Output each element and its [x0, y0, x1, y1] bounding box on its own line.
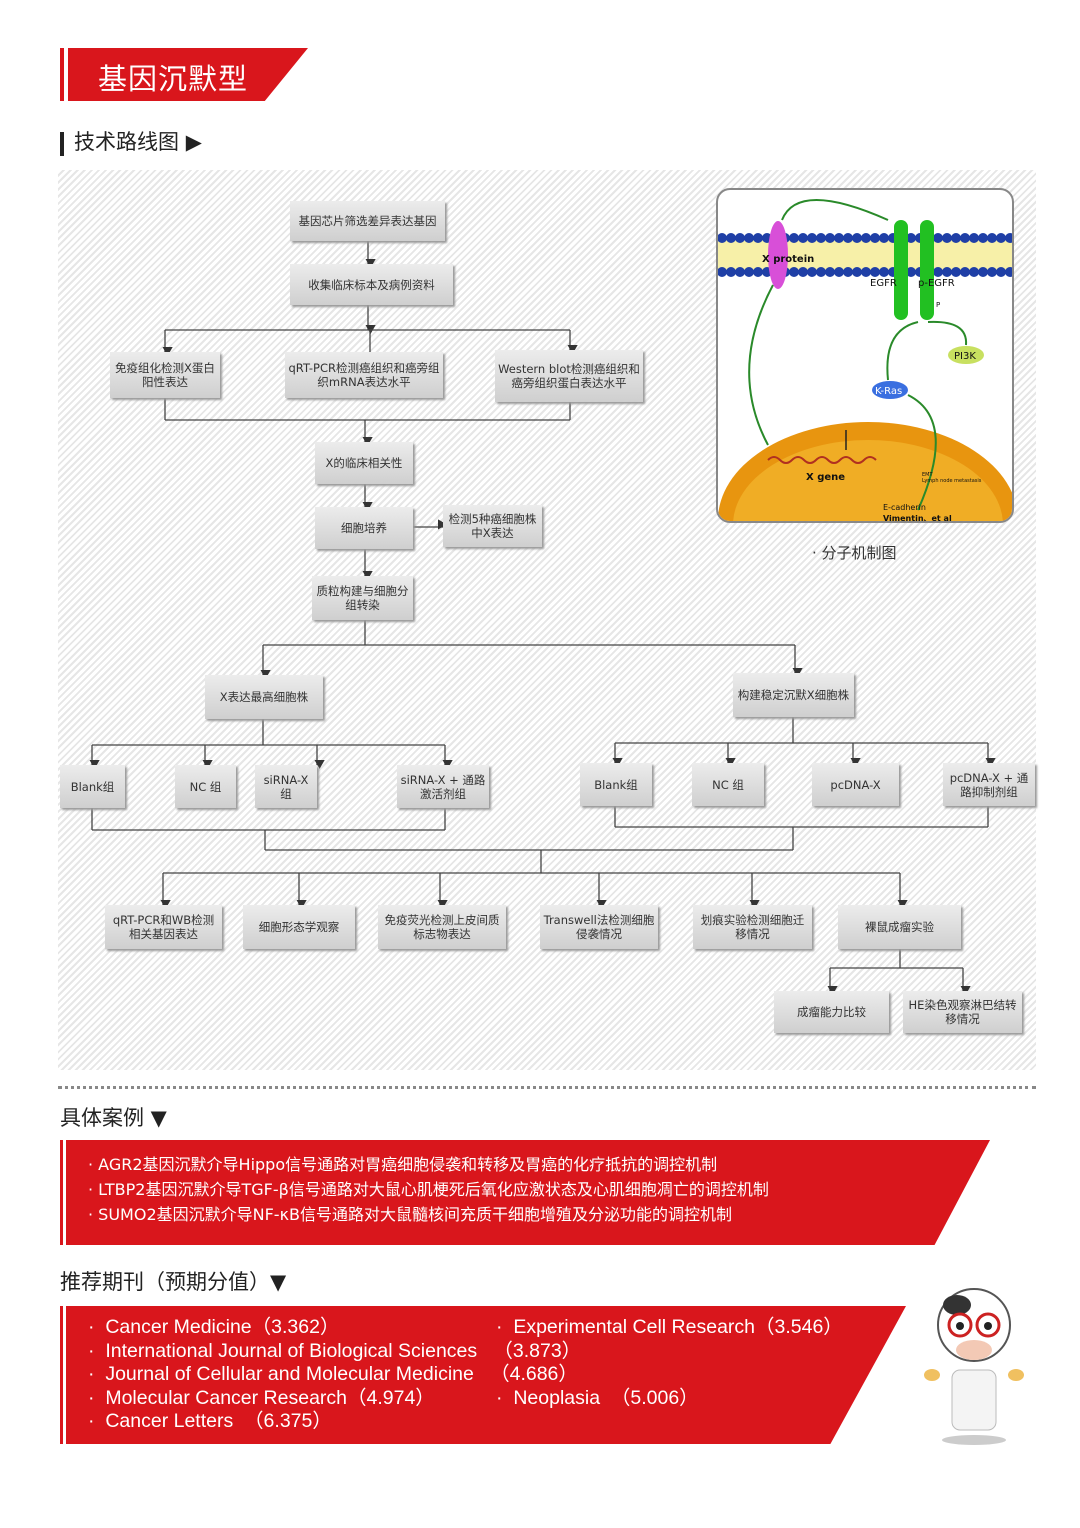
flow-box: 基因芯片筛选差异表达基因	[290, 201, 445, 241]
flow-box: siRNA-X + 通路激活剂组	[397, 765, 489, 808]
flow-box: 检测5种癌细胞株中X表达	[443, 505, 542, 547]
case-item: · SUMO2基因沉默介导NF-κB信号通路对大鼠髓核间充质干细胞增殖及分泌功能…	[88, 1205, 732, 1224]
dotted-divider	[58, 1086, 1036, 1089]
flow-box: 免疫荧光检测上皮间质标志物表达	[378, 905, 506, 949]
flow-box: 成瘤能力比较	[774, 991, 889, 1033]
cases-panel: · AGR2基因沉默介导Hippo信号通路对胃癌细胞侵袭和转移及胃癌的化疗抵抗的…	[66, 1140, 990, 1245]
mechanism-diagram: X protein EGFR p-EGFR P PI3K K-Ras X gen…	[716, 188, 1014, 523]
pi3k-label: PI3K	[954, 351, 976, 362]
flow-box: 构建稳定沉默X细胞株	[733, 673, 854, 717]
flow-box: pcDNA-X + 通路抑制剂组	[943, 763, 1035, 806]
page-title: 基因沉默型	[98, 62, 249, 96]
ecadherin-label: E-cadherin	[883, 503, 926, 512]
journals-panel: · Cancer Medicine（3.362） · Experimental C…	[66, 1306, 906, 1444]
egfr-label: EGFR	[870, 278, 897, 289]
flow-box: qRT-PCR检测癌组织和癌旁组织mRNA表达水平	[285, 352, 443, 398]
flow-box: siRNA-X组	[255, 765, 317, 808]
journal-item: · Molecular Cancer Research（4.974）	[88, 1386, 435, 1409]
flow-box: X表达最高细胞株	[205, 675, 323, 719]
journal-item: · International Journal of Biological Sc…	[88, 1339, 582, 1362]
journal-item: · Journal of Cellular and Molecular Medi…	[88, 1363, 578, 1386]
play-arrow-icon: ▶	[185, 130, 202, 154]
tech-route-label: 技术路线图	[74, 130, 179, 154]
journals-accent-bar	[60, 1306, 63, 1444]
p-label: P	[936, 301, 940, 309]
lymph-label: Lymph node metastasis	[922, 478, 982, 484]
flowchart-connectors	[89, 241, 996, 995]
mascot-illustration	[924, 1288, 1024, 1445]
flow-box: HE染色观察淋巴结转移情况	[903, 991, 1022, 1033]
flow-box: NC 组	[692, 763, 764, 806]
flow-box: Blank组	[60, 765, 125, 808]
case-item: · AGR2基因沉默介导Hippo信号通路对胃癌细胞侵袭和转移及胃癌的化疗抵抗的…	[88, 1155, 718, 1174]
flow-box: qRT-PCR和WB检测相关基因表达	[105, 905, 222, 949]
cases-heading: 具体案例 ▼	[60, 1106, 167, 1130]
flow-box: NC 组	[175, 765, 236, 808]
flow-box: Blank组	[580, 763, 652, 806]
flow-box: 收集临床标本及病例资料	[290, 264, 453, 305]
case-item: · LTBP2基因沉默介导TGF-β信号通路对大鼠心肌梗死后氧化应激状态及心肌细…	[88, 1180, 769, 1199]
x-protein-shape	[768, 221, 788, 289]
flow-box: Western blot检测癌组织和癌旁组织蛋白表达水平	[495, 350, 643, 402]
flow-box: pcDNA-X	[812, 763, 899, 806]
journal-item: · Neoplasia （5.006）	[496, 1386, 699, 1409]
journal-item: · Cancer Letters （6.375）	[88, 1410, 332, 1433]
title-banner: 基因沉默型	[60, 48, 310, 101]
flow-box: Transwell法检测细胞侵袭情况	[540, 905, 658, 949]
emt-label: EMT	[922, 472, 933, 478]
cases-accent-bar	[60, 1140, 63, 1245]
flow-box: 划痕实验检测细胞迁移情况	[693, 905, 812, 949]
flow-box: 细胞形态学观察	[243, 905, 355, 949]
flow-box: 裸鼠成瘤实验	[838, 905, 961, 949]
journals-heading: 推荐期刊（预期分值）▼	[60, 1270, 287, 1294]
flow-box: 细胞培养	[315, 507, 413, 549]
x-protein-label: X protein	[762, 254, 814, 265]
mechanism-caption: · 分子机制图	[812, 544, 897, 562]
journal-item: · Cancer Medicine（3.362）	[88, 1316, 340, 1338]
journal-item: · Experimental Cell Research（3.546）	[496, 1316, 843, 1338]
flow-box: 质粒构建与细胞分组转染	[312, 576, 413, 620]
flow-box: 免疫组化检测X蛋白阳性表达	[110, 352, 220, 398]
kras-label: K-Ras	[875, 386, 902, 397]
p-egfr-label: p-EGFR	[918, 278, 955, 289]
tech-route-heading: 技术路线图 ▶	[60, 126, 202, 156]
x-gene-label: X gene	[806, 472, 845, 483]
flow-box: X的临床相关性	[315, 442, 413, 484]
vimentin-label: Vimentin、et al	[883, 514, 952, 523]
